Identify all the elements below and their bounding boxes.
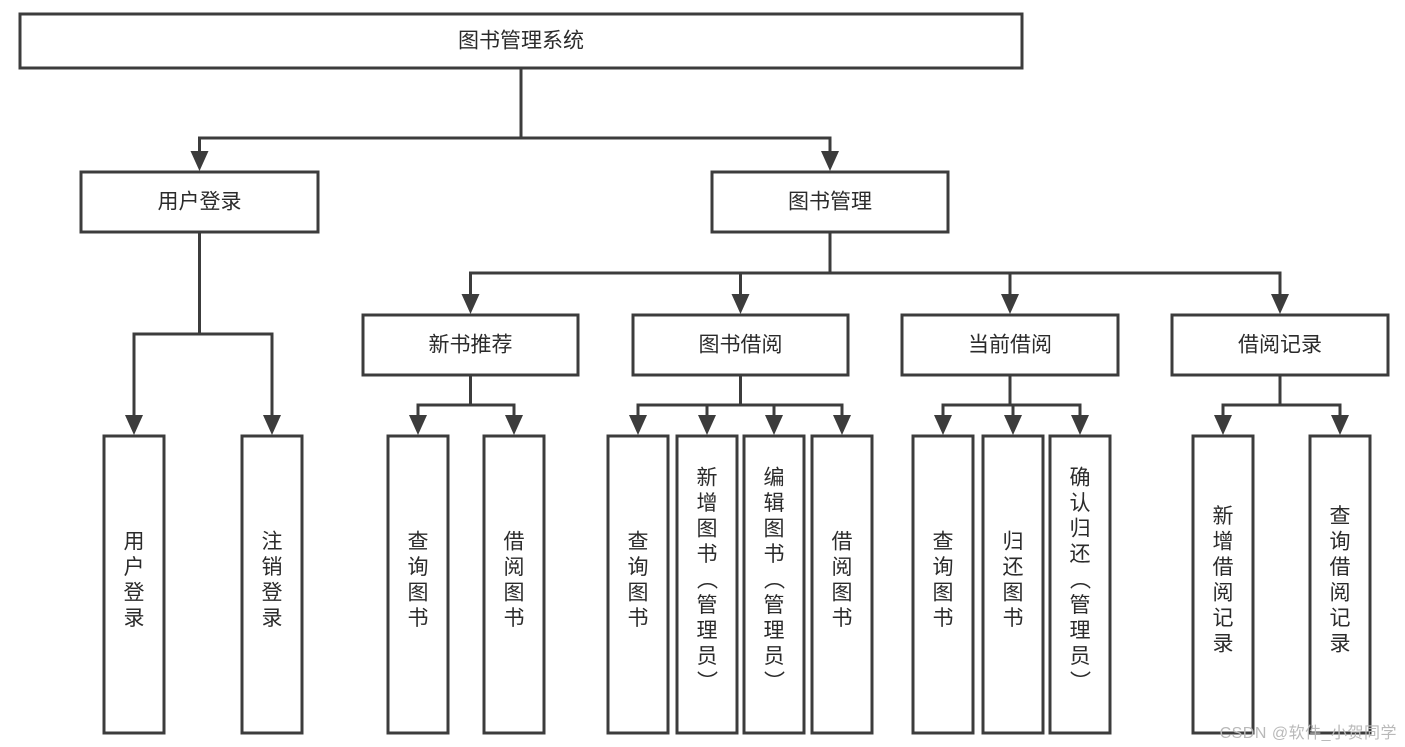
leaf-node-确认归还管理员-10[interactable]: 确认归还（管理员） (1048, 434, 1112, 735)
leaf-node-借阅图书-7[interactable]: 借阅图书 (810, 434, 874, 735)
level3-node-新书推荐[interactable]: 新书推荐 (361, 313, 580, 377)
leaf-node-查询借阅记录-12[interactable]: 查询借阅记录 (1308, 434, 1372, 735)
node-label: 注销登录 (262, 530, 283, 630)
node-label: 图书借阅 (699, 334, 783, 357)
node-box (1170, 313, 1390, 377)
leaf-node-新增借阅记录-11[interactable]: 新增借阅记录 (1191, 434, 1255, 735)
node-box (102, 434, 166, 735)
node-box (606, 434, 670, 735)
node-label: 当前借阅 (968, 334, 1052, 357)
arrow-head-icon (934, 415, 952, 435)
node-box (900, 313, 1120, 377)
arrow-head-icon (125, 415, 143, 435)
node-label: 编辑图书（管理员） (764, 467, 786, 694)
node-label: 借阅图书 (832, 530, 853, 630)
level3-node-图书借阅[interactable]: 图书借阅 (631, 313, 850, 377)
node-label: 查询图书 (628, 530, 649, 630)
node-label: 借阅记录 (1238, 334, 1322, 357)
connector-layer (125, 66, 1349, 435)
node-label: 借阅图书 (504, 530, 525, 630)
arrow-head-icon (1271, 294, 1289, 314)
node-label: 新增借阅记录 (1213, 505, 1234, 656)
node-box (911, 434, 975, 735)
node-label: 确认归还（管理员） (1070, 467, 1092, 694)
arrow-head-icon (1001, 294, 1019, 314)
node-box (810, 434, 874, 735)
node-label: 图书管理 (788, 191, 872, 214)
node-box (710, 170, 950, 234)
node-label: 查询图书 (933, 530, 954, 630)
leaf-node-查询图书-4[interactable]: 查询图书 (606, 434, 670, 735)
arrow-head-icon (190, 151, 209, 171)
node-label: 图书管理系统 (458, 30, 584, 53)
leaf-node-查询图书-8[interactable]: 查询图书 (911, 434, 975, 735)
node-label: 用户登录 (158, 191, 242, 214)
arrow-head-icon (1071, 415, 1089, 435)
watermark-label: CSDN @软件_小贺同学 (1219, 725, 1397, 742)
node-box (79, 170, 320, 234)
node-box (361, 313, 580, 377)
arrow-head-icon (821, 151, 839, 171)
level2-node-用户登录[interactable]: 用户登录 (79, 170, 320, 234)
arrow-head-icon (1331, 415, 1349, 435)
leaf-node-编辑图书管理员-6[interactable]: 编辑图书（管理员） (742, 434, 806, 735)
node-label: 新书推荐 (429, 334, 513, 357)
arrow-head-icon (505, 415, 523, 435)
arrow-head-icon (731, 294, 750, 314)
level3-node-当前借阅[interactable]: 当前借阅 (900, 313, 1120, 377)
node-label: 归还图书 (1003, 530, 1024, 630)
node-box (18, 12, 1024, 70)
node-box (675, 434, 739, 735)
node-label: 用户登录 (124, 530, 145, 630)
node-box (240, 434, 304, 735)
node-label: 查询图书 (408, 530, 429, 630)
leaf-node-借阅图书-3[interactable]: 借阅图书 (482, 434, 546, 735)
leaf-node-归还图书-9[interactable]: 归还图书 (981, 434, 1045, 735)
node-box (1308, 434, 1372, 735)
node-box (981, 434, 1045, 735)
arrow-head-icon (833, 415, 851, 435)
arrow-head-icon (629, 415, 647, 435)
arrow-head-icon (765, 415, 783, 435)
leaf-node-新增图书管理员-5[interactable]: 新增图书（管理员） (675, 434, 739, 735)
arrow-head-icon (263, 415, 281, 435)
arrow-head-icon (409, 415, 427, 435)
root-node-图书管理系统[interactable]: 图书管理系统 (18, 12, 1024, 70)
node-box (631, 313, 850, 377)
leaf-node-注销登录-1[interactable]: 注销登录 (240, 434, 304, 735)
node-box (742, 434, 806, 735)
node-box (1191, 434, 1255, 735)
node-layer: 图书管理系统用户登录图书管理新书推荐图书借阅当前借阅借阅记录用户登录注销登录查询… (18, 12, 1390, 735)
node-box (386, 434, 450, 735)
arrow-head-icon (698, 415, 716, 435)
node-box (1048, 434, 1112, 735)
arrow-head-icon (461, 294, 480, 314)
level3-node-借阅记录[interactable]: 借阅记录 (1170, 313, 1390, 377)
arrow-head-icon (1004, 415, 1022, 435)
node-label: 查询借阅记录 (1330, 505, 1351, 656)
node-box (482, 434, 546, 735)
level2-node-图书管理[interactable]: 图书管理 (710, 170, 950, 234)
arrow-head-icon (1214, 415, 1232, 435)
leaf-node-用户登录-0[interactable]: 用户登录 (102, 434, 166, 735)
leaf-node-查询图书-2[interactable]: 查询图书 (386, 434, 450, 735)
node-label: 新增图书（管理员） (697, 467, 719, 694)
